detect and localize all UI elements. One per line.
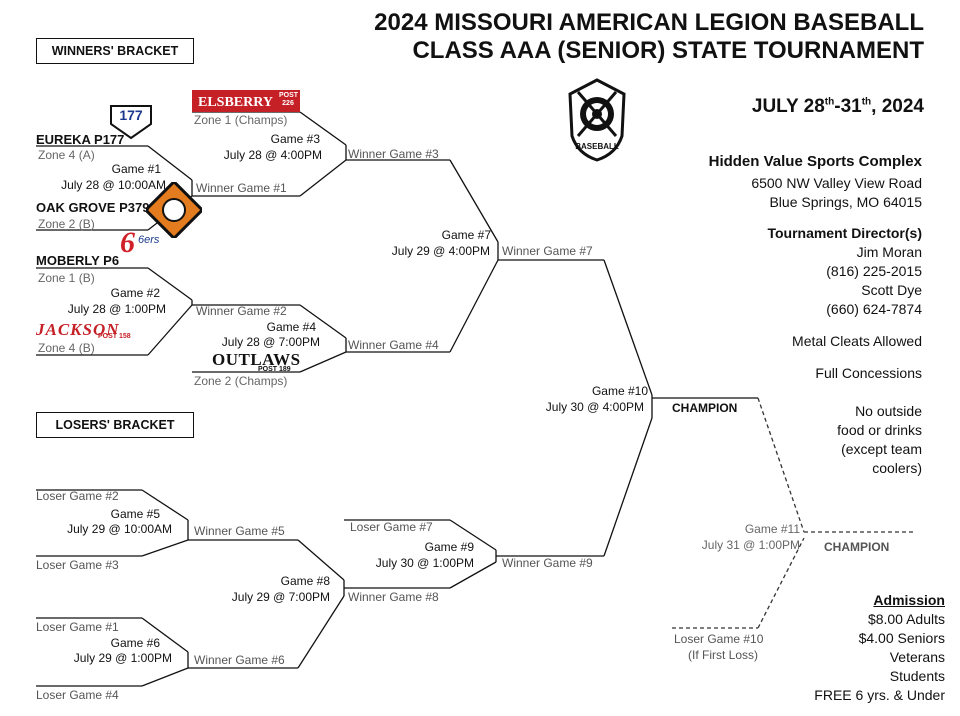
game-5-label: Game #5 bbox=[110, 507, 160, 521]
winners-bracket-label: WINNERS' BRACKET bbox=[36, 38, 194, 64]
champion-slot-1: CHAMPION bbox=[672, 401, 738, 415]
jackson-logo: JACKSON POST 158 bbox=[36, 320, 131, 340]
oak-grove-team: OAK GROVE P379 bbox=[36, 200, 150, 215]
game-1-label: Game #1 bbox=[111, 162, 161, 176]
slot-winner-game-9: Winner Game #9 bbox=[502, 556, 593, 570]
game-8-label: Game #8 bbox=[280, 574, 330, 588]
emblem-text: BASEBALL bbox=[575, 142, 619, 151]
game-7-label: Game #7 bbox=[441, 228, 491, 242]
moberly-team: MOBERLY P6 bbox=[36, 253, 120, 268]
venue-name: Hidden Value Sports Complex bbox=[708, 153, 922, 170]
slot-winner-game-5: Winner Game #5 bbox=[194, 524, 285, 538]
game-11-time: July 31 @ 1:00PM bbox=[701, 538, 800, 552]
game-8-time: July 29 @ 7:00PM bbox=[231, 590, 330, 604]
elsberry-zone: Zone 1 (Champs) bbox=[194, 113, 288, 127]
slot-loser-game-4: Loser Game #4 bbox=[36, 688, 119, 702]
title-line-1: 2024 MISSOURI AMERICAN LEGION BASEBALL bbox=[374, 9, 924, 36]
slot-winner-game-8: Winner Game #8 bbox=[348, 590, 439, 604]
oak-grove-logo bbox=[143, 179, 205, 241]
admission-seniors: $4.00 Seniors bbox=[858, 630, 945, 646]
admission-adults: $8.00 Adults bbox=[867, 611, 945, 627]
game-1-time: July 28 @ 10:00AM bbox=[61, 178, 166, 192]
game-10-label: Game #10 bbox=[591, 384, 648, 398]
slot-loser-game-7: Loser Game #7 bbox=[350, 520, 433, 534]
director-2-phone: (660) 624-7874 bbox=[826, 301, 922, 317]
champion-slot-2: CHAMPION bbox=[824, 540, 890, 554]
outlaws-logo: OUTLAWS POST 189 bbox=[212, 350, 301, 373]
oak-grove-zone: Zone 2 (B) bbox=[38, 217, 95, 231]
director-2-name: Scott Dye bbox=[861, 282, 922, 298]
eureka-team: EUREKA P177 bbox=[36, 132, 125, 147]
game-6-label: Game #6 bbox=[110, 636, 160, 650]
game-9-time: July 30 @ 1:00PM bbox=[375, 556, 474, 570]
game-3-time: July 28 @ 4:00PM bbox=[223, 148, 322, 162]
note-food-1: No outside bbox=[855, 403, 922, 419]
slot-winner-game-4: Winner Game #4 bbox=[348, 338, 439, 352]
note-metal-cleats: Metal Cleats Allowed bbox=[792, 333, 922, 349]
slot-loser-game-1: Loser Game #1 bbox=[36, 620, 119, 634]
note-food-2: food or drinks bbox=[837, 422, 922, 438]
game-4-time: July 28 @ 7:00PM bbox=[221, 335, 320, 349]
director-1-phone: (816) 225-2015 bbox=[826, 263, 922, 279]
venue-address-2: Blue Springs, MO 64015 bbox=[769, 194, 922, 210]
game-9-label: Game #9 bbox=[424, 540, 474, 554]
slot-loser-game-10: Loser Game #10 bbox=[674, 632, 764, 646]
game-11-label: Game #11 bbox=[744, 522, 800, 536]
slot-winner-game-2: Winner Game #2 bbox=[196, 304, 287, 318]
game-4-label: Game #4 bbox=[266, 320, 316, 334]
game-10-time: July 30 @ 4:00PM bbox=[545, 400, 644, 414]
outlaws-zone: Zone 2 (Champs) bbox=[194, 374, 288, 388]
game-3-label: Game #3 bbox=[270, 132, 320, 146]
moberly-zone: Zone 1 (B) bbox=[38, 271, 95, 285]
game-5-time: July 29 @ 10:00AM bbox=[67, 522, 172, 536]
game-7-time: July 29 @ 4:00PM bbox=[391, 244, 490, 258]
jackson-zone: Zone 4 (B) bbox=[38, 341, 95, 355]
game-2-time: July 28 @ 1:00PM bbox=[67, 302, 166, 316]
slot-loser-game-2: Loser Game #2 bbox=[36, 489, 119, 503]
elsberry-logo: ELSBERRY POST 226 bbox=[192, 90, 300, 112]
director-1-name: Jim Moran bbox=[856, 244, 922, 260]
venue-address-1: 6500 NW Valley View Road bbox=[751, 175, 922, 191]
admission-label: Admission bbox=[873, 592, 945, 608]
note-food-3: (except team bbox=[841, 441, 922, 457]
admission-students: Students bbox=[889, 668, 945, 684]
eureka-logo: 177 bbox=[108, 104, 154, 140]
note-concessions: Full Concessions bbox=[815, 365, 922, 381]
title-line-2: CLASS AAA (SENIOR) STATE TOURNAMENT bbox=[412, 37, 924, 64]
game-2-label: Game #2 bbox=[110, 286, 160, 300]
slot-loser-game-3: Loser Game #3 bbox=[36, 558, 119, 572]
slot-winner-game-6: Winner Game #6 bbox=[194, 653, 285, 667]
slot-winner-game-1: Winner Game #1 bbox=[196, 181, 287, 195]
american-legion-baseball-emblem: BASEBALL bbox=[566, 78, 628, 162]
note-food-4: coolers) bbox=[872, 460, 922, 476]
directors-label: Tournament Director(s) bbox=[767, 225, 922, 241]
admission-free: FREE 6 yrs. & Under bbox=[814, 687, 945, 703]
losers-bracket-label: LOSERS' BRACKET bbox=[36, 412, 194, 438]
tournament-dates: JULY 28th-31th, 2024 bbox=[751, 96, 924, 117]
moberly-logo: 6 6ers bbox=[120, 226, 160, 259]
slot-winner-game-7: Winner Game #7 bbox=[502, 244, 593, 258]
eureka-zone: Zone 4 (A) bbox=[38, 148, 95, 162]
slot-loser-game-10-note: (If First Loss) bbox=[688, 648, 759, 662]
admission-veterans: Veterans bbox=[889, 649, 945, 665]
game-6-time: July 29 @ 1:00PM bbox=[73, 651, 172, 665]
slot-winner-game-3: Winner Game #3 bbox=[348, 147, 439, 161]
